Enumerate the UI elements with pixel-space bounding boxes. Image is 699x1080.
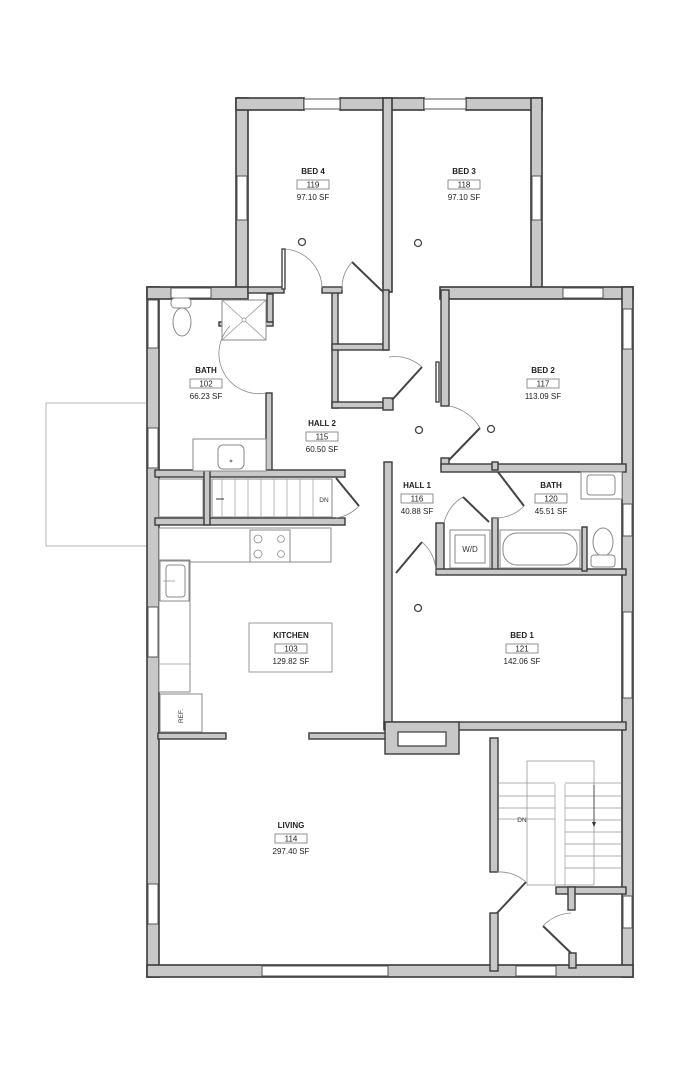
kitchen-counters: REF. bbox=[158, 527, 333, 733]
svg-text:45.51 SF: 45.51 SF bbox=[535, 507, 568, 516]
stair-dn-label: DN bbox=[319, 497, 329, 504]
svg-text:102: 102 bbox=[199, 380, 213, 389]
svg-text:129.82 SF: 129.82 SF bbox=[273, 657, 310, 666]
toilet-icon bbox=[170, 297, 192, 337]
toilet-icon-2 bbox=[590, 527, 616, 568]
room-tag-living[interactable]: LIVING 114 297.40 SF bbox=[273, 821, 310, 856]
bathtub-icon bbox=[502, 532, 578, 566]
room-tag-hall2[interactable]: HALL 2 115 60.50 SF bbox=[305, 419, 339, 454]
svg-text:KITCHEN: KITCHEN bbox=[273, 631, 309, 640]
ceiling-lights bbox=[297, 237, 496, 613]
room-tag-kitchen[interactable]: KITCHEN 103 129.82 SF bbox=[273, 631, 310, 666]
svg-text:BED 2: BED 2 bbox=[531, 366, 555, 375]
room-tag-bed3[interactable]: BED 3 118 97.10 SF bbox=[447, 167, 481, 202]
svg-text:117: 117 bbox=[537, 380, 550, 389]
room-tag-bed4[interactable]: BED 4 119 97.10 SF bbox=[296, 167, 330, 202]
svg-text:97.10 SF: 97.10 SF bbox=[448, 193, 481, 202]
stair-lower-dn-label: DN bbox=[517, 817, 527, 824]
svg-text:66.23 SF: 66.23 SF bbox=[190, 392, 223, 401]
svg-text:60.50 SF: 60.50 SF bbox=[306, 445, 339, 454]
svg-text:119: 119 bbox=[307, 181, 320, 190]
room-tag-bed2[interactable]: BED 2 117 113.09 SF bbox=[525, 366, 561, 401]
svg-text:121: 121 bbox=[515, 645, 529, 654]
svg-text:116: 116 bbox=[411, 495, 424, 504]
svg-text:114: 114 bbox=[285, 835, 298, 844]
svg-text:BATH: BATH bbox=[195, 366, 217, 375]
svg-text:LIVING: LIVING bbox=[278, 821, 305, 830]
stair-lower: DN bbox=[499, 760, 621, 886]
svg-text:297.40 SF: 297.40 SF bbox=[273, 847, 310, 856]
svg-text:118: 118 bbox=[458, 181, 471, 190]
room-tag-bed1[interactable]: BED 1 121 142.06 SF bbox=[504, 631, 541, 666]
svg-text:113.09 SF: 113.09 SF bbox=[525, 392, 561, 401]
deck-outline bbox=[45, 402, 150, 547]
svg-text:115: 115 bbox=[316, 433, 329, 442]
svg-text:BED 3: BED 3 bbox=[452, 167, 476, 176]
ref-label: REF. bbox=[178, 709, 185, 723]
stair-upper: DN bbox=[211, 478, 333, 518]
sink-icon bbox=[217, 444, 245, 470]
shower-icon bbox=[221, 299, 267, 341]
fixtures: DN REF. W/D bbox=[158, 297, 623, 886]
svg-text:BED 1: BED 1 bbox=[510, 631, 534, 640]
windows bbox=[147, 98, 633, 977]
svg-text:40.88 SF: 40.88 SF bbox=[401, 507, 434, 516]
svg-text:HALL 2: HALL 2 bbox=[308, 419, 336, 428]
interior-walls bbox=[154, 286, 627, 972]
wd-label: W/D bbox=[462, 545, 478, 554]
svg-text:BED 4: BED 4 bbox=[301, 167, 325, 176]
refrigerator-icon bbox=[159, 693, 203, 733]
svg-text:142.06 SF: 142.06 SF bbox=[504, 657, 541, 666]
svg-text:103: 103 bbox=[284, 645, 298, 654]
room-tag-bath-102[interactable]: BATH 102 66.23 SF bbox=[189, 366, 223, 401]
room-tag-bath-120[interactable]: BATH 120 45.51 SF bbox=[534, 481, 568, 516]
svg-text:BATH: BATH bbox=[540, 481, 562, 490]
sink-icon-2 bbox=[586, 474, 616, 496]
svg-text:97.10 SF: 97.10 SF bbox=[297, 193, 330, 202]
doors bbox=[218, 248, 572, 954]
room-tag-hall1[interactable]: HALL 1 116 40.88 SF bbox=[400, 481, 434, 516]
svg-text:120: 120 bbox=[544, 495, 558, 504]
svg-text:HALL 1: HALL 1 bbox=[403, 481, 431, 490]
